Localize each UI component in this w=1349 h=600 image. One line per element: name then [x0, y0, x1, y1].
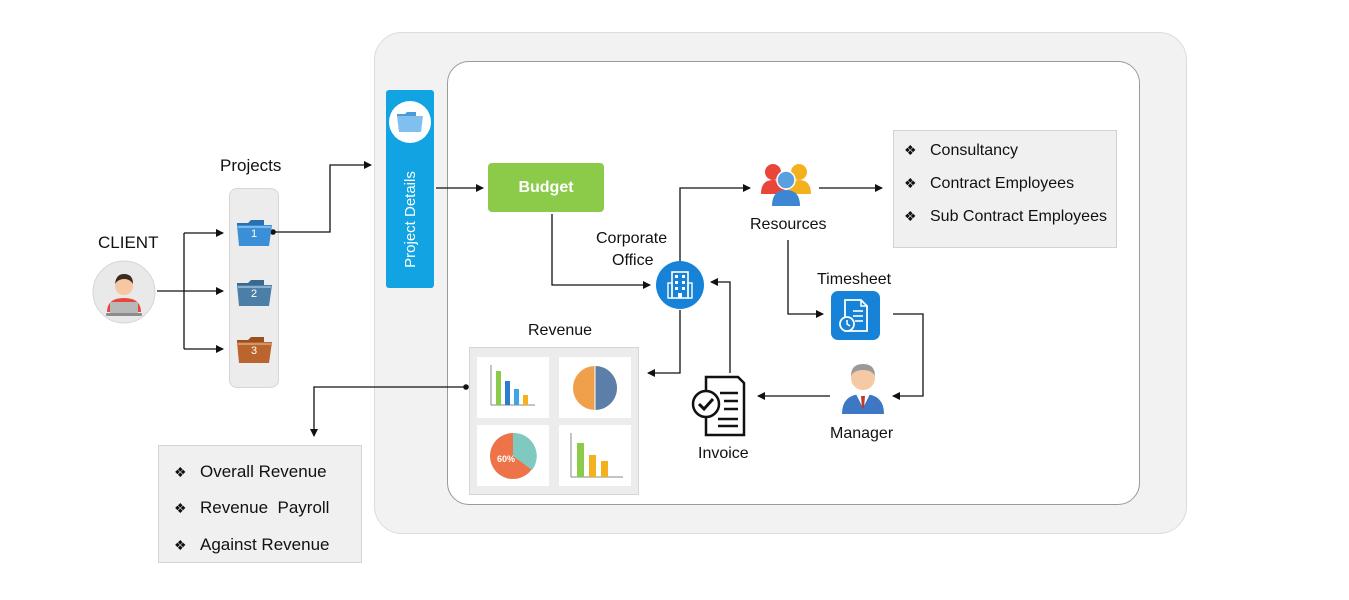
revenue-bar-chart-thumb: [477, 357, 549, 418]
manager-icon[interactable]: [838, 358, 888, 414]
list-item: ❖ Against Revenue: [174, 535, 329, 555]
folder-number: 3: [251, 345, 258, 357]
invoice-check-icon[interactable]: [690, 375, 748, 437]
project-folder-3[interactable]: 3: [236, 336, 273, 364]
timesheet-clock-icon[interactable]: [831, 291, 880, 340]
pie-chart-icon: [490, 432, 537, 479]
revenue-list: ❖ Overall Revenue ❖ Revenue Payroll ❖ Again…: [158, 445, 362, 563]
list-item-label: Consultancy: [930, 142, 1019, 159]
building-icon[interactable]: [656, 261, 704, 309]
diamond-bullet-icon: ❖: [174, 464, 187, 480]
projects-label: Projects: [220, 156, 282, 175]
revenue-donut-thumb: 60%: [477, 425, 549, 486]
pie-chart-icon: [573, 366, 617, 410]
list-item-label: Overall Revenue: [200, 462, 327, 481]
client-label: CLIENT: [98, 233, 159, 252]
list-item: ❖ Overall Revenue: [174, 462, 327, 482]
project-details-icon-circle: [389, 101, 431, 143]
folder-number: 2: [251, 288, 258, 300]
revenue-label: Revenue: [528, 322, 593, 339]
budget-box[interactable]: Budget: [488, 163, 604, 212]
revenue-pie-chart-thumb: [559, 357, 631, 418]
bar-chart-icon: [570, 433, 623, 478]
folder-icon: [237, 337, 272, 363]
list-item: ❖ Sub Contract Employees: [904, 208, 1107, 226]
user-laptop-icon: [92, 260, 156, 324]
folder-icon: [397, 112, 423, 132]
project-details-label-wrap: Project Details: [386, 150, 434, 288]
list-item: ❖ Contract Employees: [904, 175, 1074, 193]
list-item: ❖ Consultancy: [904, 142, 1018, 160]
diamond-bullet-icon: ❖: [904, 208, 917, 224]
diamond-bullet-icon: ❖: [904, 142, 917, 158]
revenue-bar-chart-thumb-2: [559, 425, 631, 486]
list-item: ❖ Revenue Payroll: [174, 498, 329, 518]
pie-percent-label: 60%: [497, 454, 516, 464]
list-item-label: Sub Contract Employees: [930, 208, 1107, 225]
manager-label: Manager: [830, 425, 894, 442]
list-item-label: Revenue Payroll: [200, 498, 330, 517]
folder-icon: [237, 220, 272, 246]
group-people-icon[interactable]: [758, 160, 814, 210]
project-folder-1[interactable]: 1: [236, 219, 273, 247]
corporate-office-label-line2: Office: [612, 252, 654, 269]
timesheet-label: Timesheet: [817, 271, 892, 288]
project-details-label: Project Details: [401, 170, 419, 268]
corporate-office-label-line1: Corporate: [596, 230, 668, 247]
invoice-label: Invoice: [698, 445, 749, 462]
diamond-bullet-icon: ❖: [174, 500, 187, 516]
diamond-bullet-icon: ❖: [174, 537, 187, 553]
resources-label: Resources: [750, 216, 827, 233]
revenue-charts-panel[interactable]: 60%: [469, 347, 639, 495]
folder-number: 1: [251, 228, 258, 240]
diamond-bullet-icon: ❖: [904, 175, 917, 191]
project-folder-2[interactable]: 2: [236, 279, 273, 307]
resources-list: ❖ Consultancy ❖ Contract Employees ❖ Sub Co…: [893, 130, 1117, 248]
list-item-label: Contract Employees: [930, 175, 1075, 192]
folder-icon: [237, 280, 272, 306]
list-item-label: Against Revenue: [200, 535, 330, 554]
bar-chart-icon: [490, 365, 535, 406]
